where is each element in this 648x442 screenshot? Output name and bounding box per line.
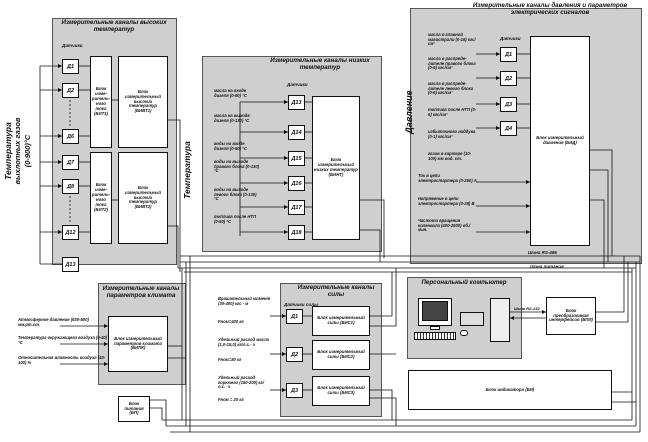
pressure-sensor-d3: Д3 <box>500 97 517 112</box>
high-temp-side-label-2: выхлопных газов <box>13 117 22 185</box>
high-temp-side-label-3: (0-900)°С <box>23 134 32 168</box>
pressure-label-4: топлива после НТП (0-6) кгс/см² <box>428 107 477 117</box>
low-temp-label-4: воды на выходе правого блока (0-130) °С <box>214 159 260 174</box>
low-temp-label-3: воды на входе дизеля (0-90) °С <box>214 141 247 151</box>
printer-icon <box>460 312 484 326</box>
sensor-d2: Д2 <box>62 83 79 98</box>
bipk-block: Блок измерительный параметров климата (Б… <box>108 316 168 372</box>
bis3-block: Блок измерительный силы (БИС3) <box>312 376 370 406</box>
system-unit-icon <box>490 298 510 342</box>
pressure-label-2: масла в распреде- лителе правого блока (… <box>428 56 476 71</box>
force-label-6: Fном = 20 кг <box>218 397 244 402</box>
force-sensor-d1: Д1 <box>286 309 303 324</box>
pressure-label-1: масла в главной магистрали (0-16) кгс/см… <box>428 32 476 47</box>
mouse-icon <box>460 330 468 336</box>
sensor-d7: Д7 <box>62 155 79 170</box>
keyboard-icon <box>414 332 456 340</box>
elec-label-2: Напряжение в цепи электростартера (0-28)… <box>418 196 475 206</box>
elec-label-1: Ток в цепи электростартера (0-250) А <box>418 173 477 183</box>
low-temp-title: Измерительные каналы низких температур <box>270 57 370 71</box>
low-temp-side-label: Температура <box>182 141 192 199</box>
rs485-bus-label: Шина RS-485 <box>528 250 557 255</box>
pc-title: Персональный компьютер <box>421 279 507 286</box>
pressure-label-6: газов в картере (10-100) мм вод. ст. <box>428 151 472 161</box>
bit2-block: Блок изме- ритель- ного тока (БИТ2) <box>90 152 112 244</box>
pressure-sensors-label: Датчики <box>500 36 521 41</box>
pressure-title: Измерительные каналы давления и параметр… <box>472 2 628 16</box>
rs232-port-label: Шина RS-232 <box>514 306 540 311</box>
sensor-d13-high: Д13 <box>62 257 79 272</box>
monitor-screen <box>422 301 448 321</box>
low-temp-label-5: воды на выходе левого блока (0-130) °С <box>214 187 257 202</box>
pressure-label-3: масла в распреде- лителе левого блока (0… <box>428 81 474 96</box>
sensor-d1: Д1 <box>62 59 79 74</box>
low-temp-label-6: топлива после НТП (0-50) °С <box>214 214 256 224</box>
pressure-sensor-d1: Д1 <box>500 47 517 62</box>
low-temp-label-1: масла на входе дизеля (0-90) °С <box>214 88 247 98</box>
power-bus-label: Шина питания <box>530 264 564 269</box>
sensor-d8: Д8 <box>62 179 79 194</box>
bivt2-block: Блок измерительный высоких температур (Б… <box>118 152 168 244</box>
bivt1-block: Блок измерительный высоких температур (Б… <box>118 56 168 148</box>
psu-block: Блок питания (БП) <box>118 396 150 422</box>
pressure-side-label: Давление <box>404 90 414 134</box>
indicator-block: Блок индикатора (БИ) <box>408 370 612 410</box>
climate-label-1: Атмосферное давление (630-800) мм.рт.ст. <box>18 317 89 327</box>
force-label-3: Удельный расход масла (1,0-15,0) кг/л.с.… <box>218 337 270 347</box>
force-title: Измерительные каналы силы <box>297 284 375 298</box>
sensor-d15: Д15 <box>288 151 305 166</box>
elec-label-3: Частота вращения коленвала (400-2500) об… <box>418 218 471 233</box>
force-label-4: Fном=50 кг <box>218 357 242 362</box>
sensor-d14: Д14 <box>288 125 305 140</box>
force-label-5: Удельный расход горючего (150-200) кг/л.… <box>218 375 265 390</box>
force-label-2: Fном=400 кг <box>218 319 244 324</box>
climate-label-2: Температура окружающего воздуха (0-40) °… <box>18 335 108 345</box>
force-sensor-d3: Д3 <box>286 383 303 398</box>
force-label-1: Врашательный момент (30-400) кгс · м <box>218 296 271 306</box>
bit1-block: Блок изме- ритель- ного тока (БИТ1) <box>90 56 112 148</box>
pressure-sensor-d2: Д2 <box>500 71 517 86</box>
bint-block: Блок измерительный низких температур (БИ… <box>312 96 360 240</box>
low-temp-sensors-label: Датчики <box>287 82 308 87</box>
pressure-sensor-d4: Д4 <box>500 121 517 136</box>
force-sensors-label: Датчики силы <box>284 302 318 307</box>
pressure-panel <box>410 8 642 264</box>
climate-title: Измерительные каналы параметров климата <box>102 285 180 299</box>
force-sensor-d2: Д2 <box>286 347 303 362</box>
bis1-block: Блок измерительный силы (БИС1) <box>312 306 370 336</box>
sensor-d6: Д6 <box>62 129 79 144</box>
pressure-label-5: избыточного наддува (0-1) кгс/см² <box>428 129 476 139</box>
bis2-block: Блок измерительный силы (БИС2) <box>312 340 370 370</box>
sensor-d16: Д16 <box>288 176 305 191</box>
bpi-block: Блок преобразования интерфейсов (БПИ) <box>546 297 596 335</box>
high-temp-sensors-label: Датчики <box>62 43 83 48</box>
climate-label-3: Относительная влажность воздуха (40-100)… <box>18 355 106 365</box>
sensor-d18: Д18 <box>288 225 305 240</box>
high-temp-side-label-1: Температура <box>3 122 13 180</box>
sensor-d13: Д13 <box>288 95 305 110</box>
sensor-d12: Д12 <box>62 225 79 240</box>
monitor-stand-icon <box>430 326 440 330</box>
low-temp-label-2: масла на выходе дизеля (0-130) °С <box>214 113 250 123</box>
sensor-d17: Д17 <box>288 200 305 215</box>
high-temp-title: Измерительные каналы высоких температур <box>61 19 167 33</box>
bid-block: Блок измерительный давления (БИД) <box>530 36 590 246</box>
